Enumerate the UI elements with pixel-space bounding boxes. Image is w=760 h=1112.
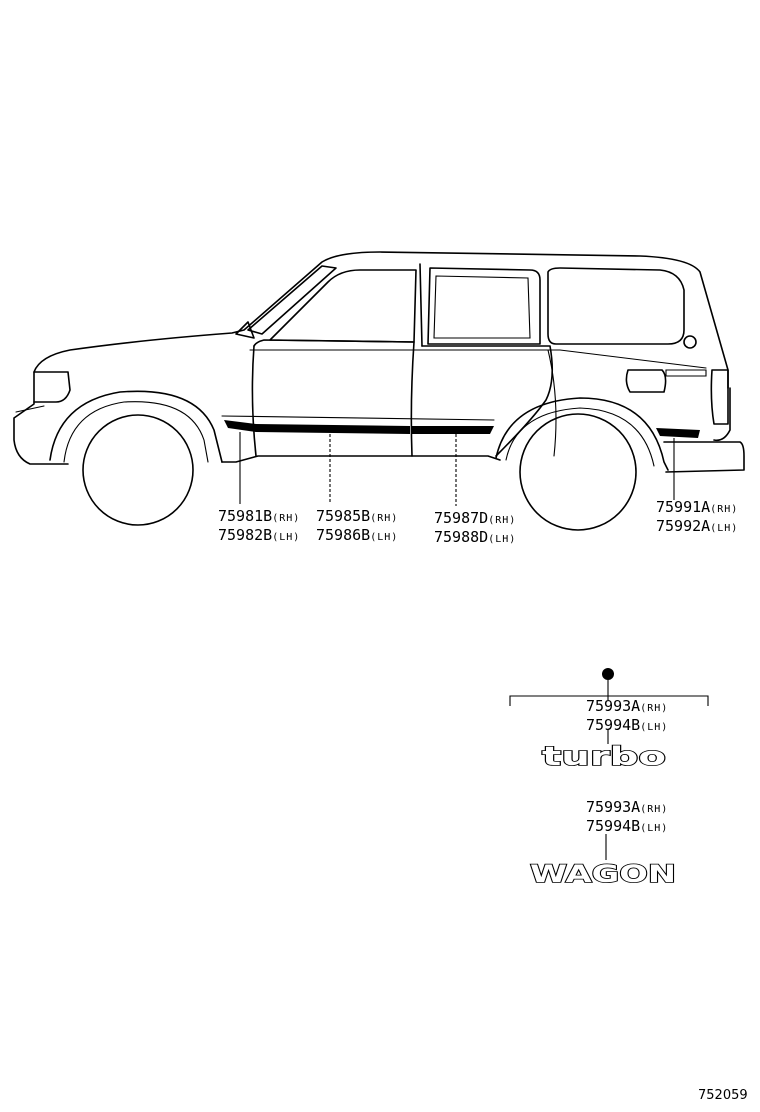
- side-code: (LH): [488, 534, 517, 545]
- side-code: (LH): [640, 823, 669, 834]
- rear-door-outline: [421, 345, 554, 457]
- front-wheel: [82, 414, 194, 526]
- side-code: (LH): [272, 532, 301, 543]
- part-number: 75992A: [656, 517, 711, 535]
- part-number: 75988D: [434, 528, 489, 546]
- rear-wheel: [519, 413, 637, 531]
- side-code: (LH): [640, 722, 669, 733]
- callout-front-door-moulding: 75985B(RH) 75986B(LH): [316, 508, 398, 546]
- rear-bumper: [663, 441, 745, 473]
- part-number: 75993A: [586, 798, 641, 816]
- rear-quarter-garnish: [665, 369, 707, 377]
- side-code: (RH): [370, 513, 399, 524]
- wagon-emblem-text: WAGON: [530, 860, 676, 888]
- turbo-emblem: turbo: [541, 741, 667, 773]
- callout-wagon-emblem: 75993A(RH) 75994B(LH): [586, 799, 668, 837]
- part-number: 75985B: [316, 507, 371, 525]
- part-number: 75991A: [656, 498, 711, 516]
- front-wheel-arch: [49, 390, 223, 463]
- rear-arch-flare: [505, 407, 655, 467]
- moulding-upper-edge: [221, 415, 495, 421]
- wagon-emblem: WAGON: [529, 859, 677, 889]
- roof-antenna-base: [683, 335, 697, 349]
- side-code: (RH): [710, 504, 739, 515]
- callout-front-moulding: 75981B(RH) 75982B(LH): [218, 508, 300, 546]
- side-code: (RH): [272, 513, 301, 524]
- part-number: 75987D: [434, 509, 489, 527]
- part-number: 75986B: [316, 526, 371, 544]
- rear-door-moulding: [412, 426, 494, 434]
- side-mouldings: [221, 415, 700, 438]
- b-pillar: [419, 263, 423, 347]
- body-outline: [13, 251, 731, 465]
- beltline: [249, 349, 707, 369]
- front-door-window: [269, 269, 417, 343]
- rear-door-window-inner: [433, 275, 531, 339]
- leader-lines: [239, 432, 709, 860]
- part-number: 75994B: [586, 716, 641, 734]
- side-code: (RH): [488, 515, 517, 526]
- part-number: 75994B: [586, 817, 641, 835]
- side-code: (RH): [640, 703, 669, 714]
- side-mirror: [235, 321, 255, 339]
- rear-fender-moulding: [656, 428, 700, 438]
- front-fender-moulding: [224, 420, 256, 432]
- front-door-moulding: [256, 424, 410, 434]
- side-code: (RH): [640, 804, 669, 815]
- callout-turbo-emblem: 75993A(RH) 75994B(LH): [586, 698, 668, 736]
- vehicle-body: [13, 251, 745, 531]
- side-code: (LH): [370, 532, 399, 543]
- grille-line: [15, 405, 45, 413]
- part-number: 75981B: [218, 507, 273, 525]
- rear-door-window: [427, 267, 541, 345]
- turbo-emblem-text: turbo: [542, 742, 666, 772]
- part-number: 75993A: [586, 697, 641, 715]
- emblem-bracket: [509, 695, 709, 706]
- quarter-window: [547, 267, 685, 345]
- tail-lamp: [710, 369, 729, 425]
- front-door-leading-edge: [251, 345, 257, 457]
- figure-number: 752059: [698, 1088, 748, 1103]
- headlight: [33, 371, 71, 403]
- rear-wheel-arch: [495, 397, 669, 471]
- part-number: 75982B: [218, 526, 273, 544]
- windshield: [247, 265, 337, 335]
- callout-rear-moulding: 75991A(RH) 75992A(LH): [656, 499, 738, 537]
- emblem-fastener-icon: [602, 668, 614, 680]
- front-arch-flare: [63, 401, 209, 463]
- rocker-line: [221, 455, 501, 463]
- front-door-outline: [253, 339, 415, 457]
- fuel-lid: [625, 369, 667, 393]
- callout-rear-door-moulding: 75987D(RH) 75988D(LH): [434, 510, 516, 548]
- side-code: (LH): [710, 523, 739, 534]
- c-pillar-line: [547, 349, 557, 457]
